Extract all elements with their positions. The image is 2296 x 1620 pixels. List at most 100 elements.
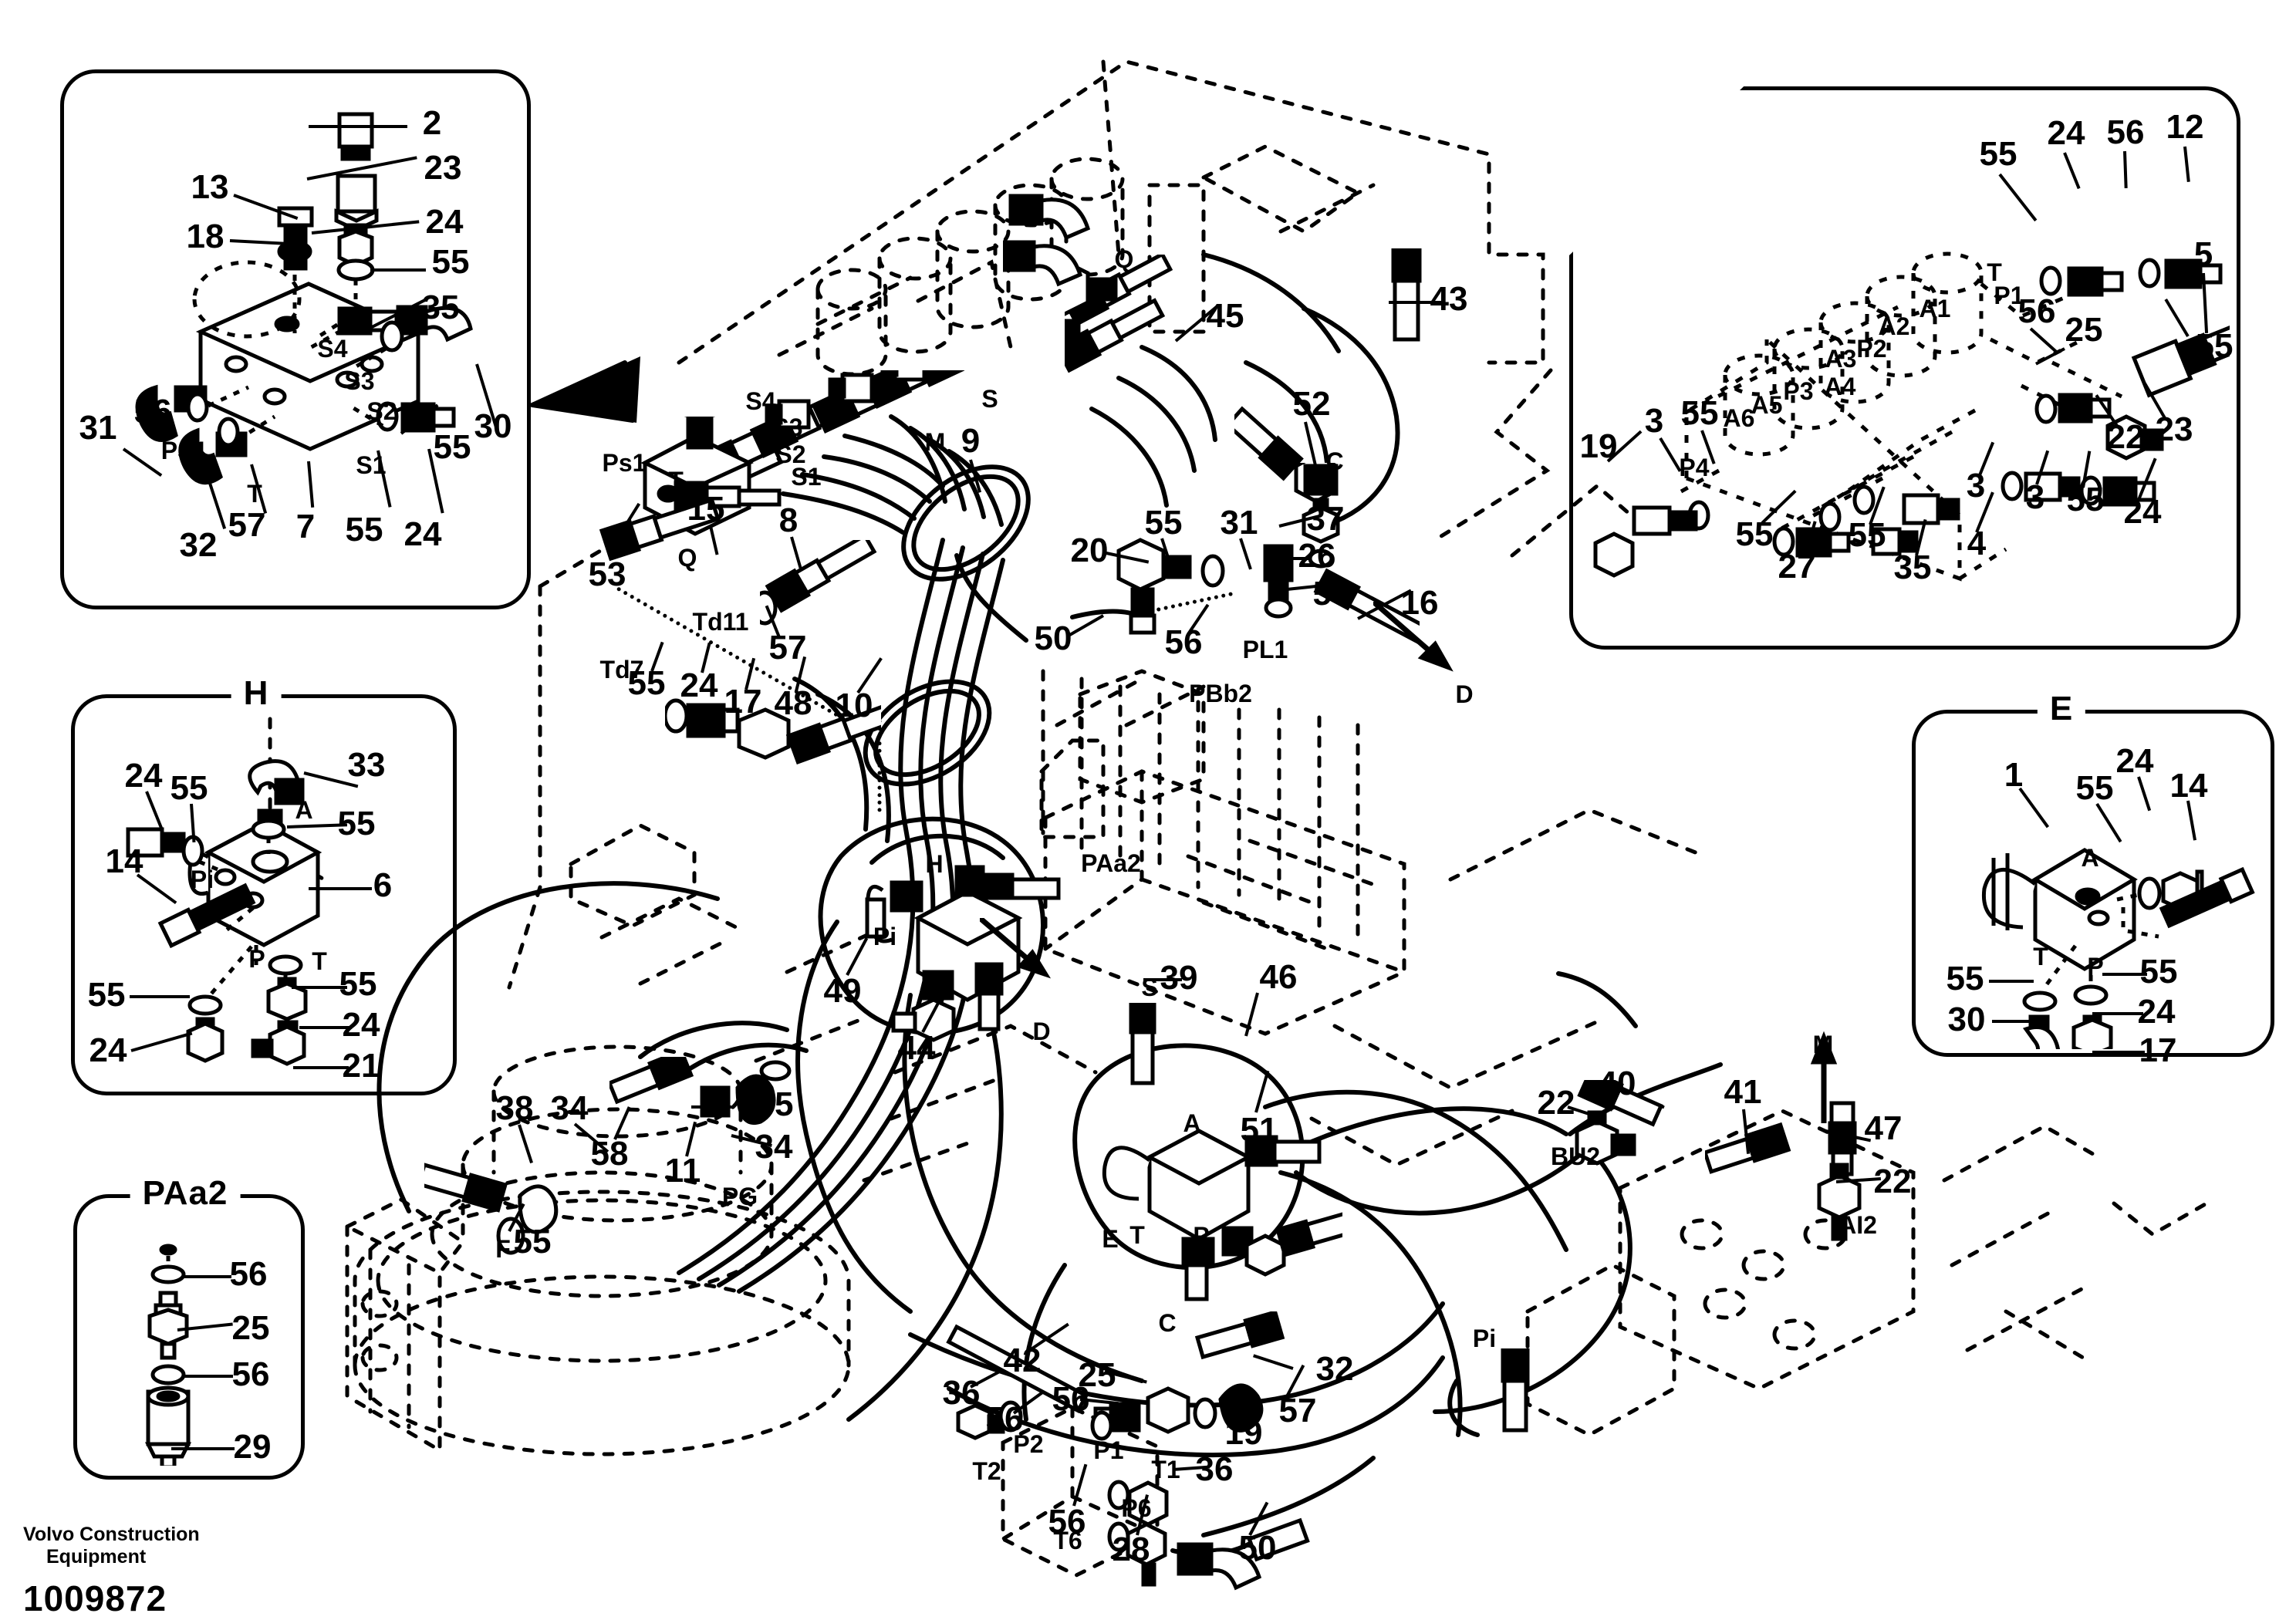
label-3: 3: [1644, 402, 1664, 440]
leader: [184, 1275, 231, 1278]
main-callout-26: 26: [1298, 537, 1336, 575]
label-55-b: 55: [433, 428, 471, 466]
main-callout-49: 49: [823, 972, 862, 1010]
main-port-PAa2: PAa2: [1081, 849, 1141, 877]
label-35: 35: [1893, 548, 1932, 586]
main-callout-55: 55: [627, 664, 666, 702]
label-23: 23: [424, 149, 462, 187]
port-label-pi-h: Pi: [190, 866, 214, 893]
manufacturer-line2: Equipment: [46, 1545, 147, 1568]
main-callout-46: 46: [1259, 958, 1298, 996]
main-callout-45: 45: [1206, 297, 1244, 335]
leader: [2092, 1012, 2143, 1015]
main-callout-39: 39: [1160, 959, 1198, 997]
main-callout-38: 38: [495, 1089, 534, 1127]
label-55: 55: [1979, 135, 2017, 173]
port-label-a6-tr: A6: [1723, 404, 1755, 432]
main-port-PG: PG: [721, 1183, 758, 1210]
port-label-a-e: A: [2081, 844, 2099, 872]
label-24-b: 24: [2123, 493, 2162, 531]
main-port-Ps1: Ps1: [602, 449, 647, 477]
port-label-t-e: T: [2033, 943, 2048, 970]
label-6-h: 6: [373, 866, 393, 904]
port-label-a2-tr: A2: [1878, 312, 1910, 340]
label-14-e: 14: [2169, 767, 2208, 805]
label-7: 7: [295, 508, 316, 545]
main-port-A: A: [1183, 1109, 1201, 1137]
detail-box-e-title: E: [2037, 692, 2086, 727]
label-24: 24: [425, 203, 464, 241]
label-24-h: 24: [124, 757, 163, 795]
main-callout-34: 34: [550, 1089, 589, 1127]
label-55-h3: 55: [339, 965, 377, 1003]
main-port-A: A: [965, 866, 984, 894]
port-label-p1-tr: P1: [1994, 282, 2024, 309]
fitting-8: [760, 540, 877, 626]
label-33-h: 33: [347, 746, 386, 784]
port-label-s2: S2: [366, 397, 397, 425]
main-port-M: M: [924, 428, 946, 456]
label-56-paa2b: 56: [231, 1355, 270, 1393]
main-callout-34: 34: [755, 1128, 793, 1166]
label-4: 4: [1967, 525, 1987, 562]
main-port-M: M: [1812, 1031, 1834, 1058]
label-55-e3: 55: [2139, 953, 2178, 991]
leader: [1989, 980, 2034, 983]
main-port-T: T: [668, 467, 684, 494]
main-callout-44: 44: [897, 1029, 936, 1067]
main-callout-55: 55: [1144, 504, 1183, 542]
label-56-b: 56: [2017, 292, 2056, 330]
label-56: 56: [2106, 113, 2145, 151]
label-30-e: 30: [1947, 1001, 1986, 1038]
main-callout-31: 31: [1220, 504, 1258, 542]
port-label-p-h: P: [248, 945, 265, 973]
label-2: 2: [422, 104, 442, 142]
main-port-S: S: [1141, 974, 1158, 1001]
main-callout-28: 28: [1112, 1531, 1150, 1568]
main-port-Pi: Pi: [1472, 1325, 1497, 1352]
leader: [1277, 557, 1311, 560]
leader: [1992, 1020, 2043, 1023]
leader: [184, 1375, 233, 1378]
main-callout-17: 17: [724, 683, 762, 721]
port-label-a-h: A: [295, 796, 313, 824]
main-callout-57: 57: [1278, 1392, 1317, 1429]
detail-box-top-right: [1569, 86, 2240, 650]
label-1-e: 1: [2004, 756, 2024, 794]
port-label-a4-tr: A4: [1824, 373, 1856, 400]
main-port-T1: T1: [1151, 1456, 1180, 1483]
leader: [292, 986, 347, 989]
leader: [299, 1026, 352, 1029]
label-24-h3: 24: [89, 1031, 127, 1069]
main-callout-53: 53: [588, 555, 626, 593]
main-callout-32: 32: [1315, 1350, 1354, 1388]
e-valve-cluster-main: [1102, 1129, 1342, 1301]
leader: [370, 268, 426, 272]
main-callout-54: 54: [1312, 575, 1351, 613]
label-32: 32: [179, 526, 218, 564]
plug-43: [1391, 248, 1422, 342]
label-55-h2: 55: [337, 805, 376, 842]
main-port-T6: T6: [1053, 1527, 1082, 1554]
main-port-Td7: Td7: [599, 656, 644, 683]
label-21-h: 21: [342, 1047, 380, 1085]
port-label-p2-tr: P2: [1856, 335, 1887, 363]
label-5: 5: [2193, 235, 2213, 273]
main-port-Q: Q: [677, 544, 697, 572]
main-callout-10: 10: [835, 687, 873, 724]
port-label-t: T: [247, 480, 262, 508]
label-55-e: 55: [1735, 515, 1774, 553]
main-callout-57: 57: [768, 629, 807, 667]
label-22: 22: [2106, 418, 2145, 456]
footer: Volvo Construction Equipment 1009872: [23, 1524, 200, 1619]
port-label-p-e: P: [2087, 953, 2104, 980]
port-label-s3: S3: [344, 367, 375, 395]
label-56-paa2: 56: [229, 1255, 268, 1293]
label-55-a: 55: [431, 243, 470, 281]
pg-fittings: [609, 1057, 792, 1125]
main-port-BU2: BU2: [1550, 1142, 1601, 1170]
label-13: 13: [191, 168, 229, 206]
label-23: 23: [2155, 410, 2193, 448]
label-30: 30: [474, 407, 512, 445]
label-55-d: 55: [2066, 481, 2105, 518]
